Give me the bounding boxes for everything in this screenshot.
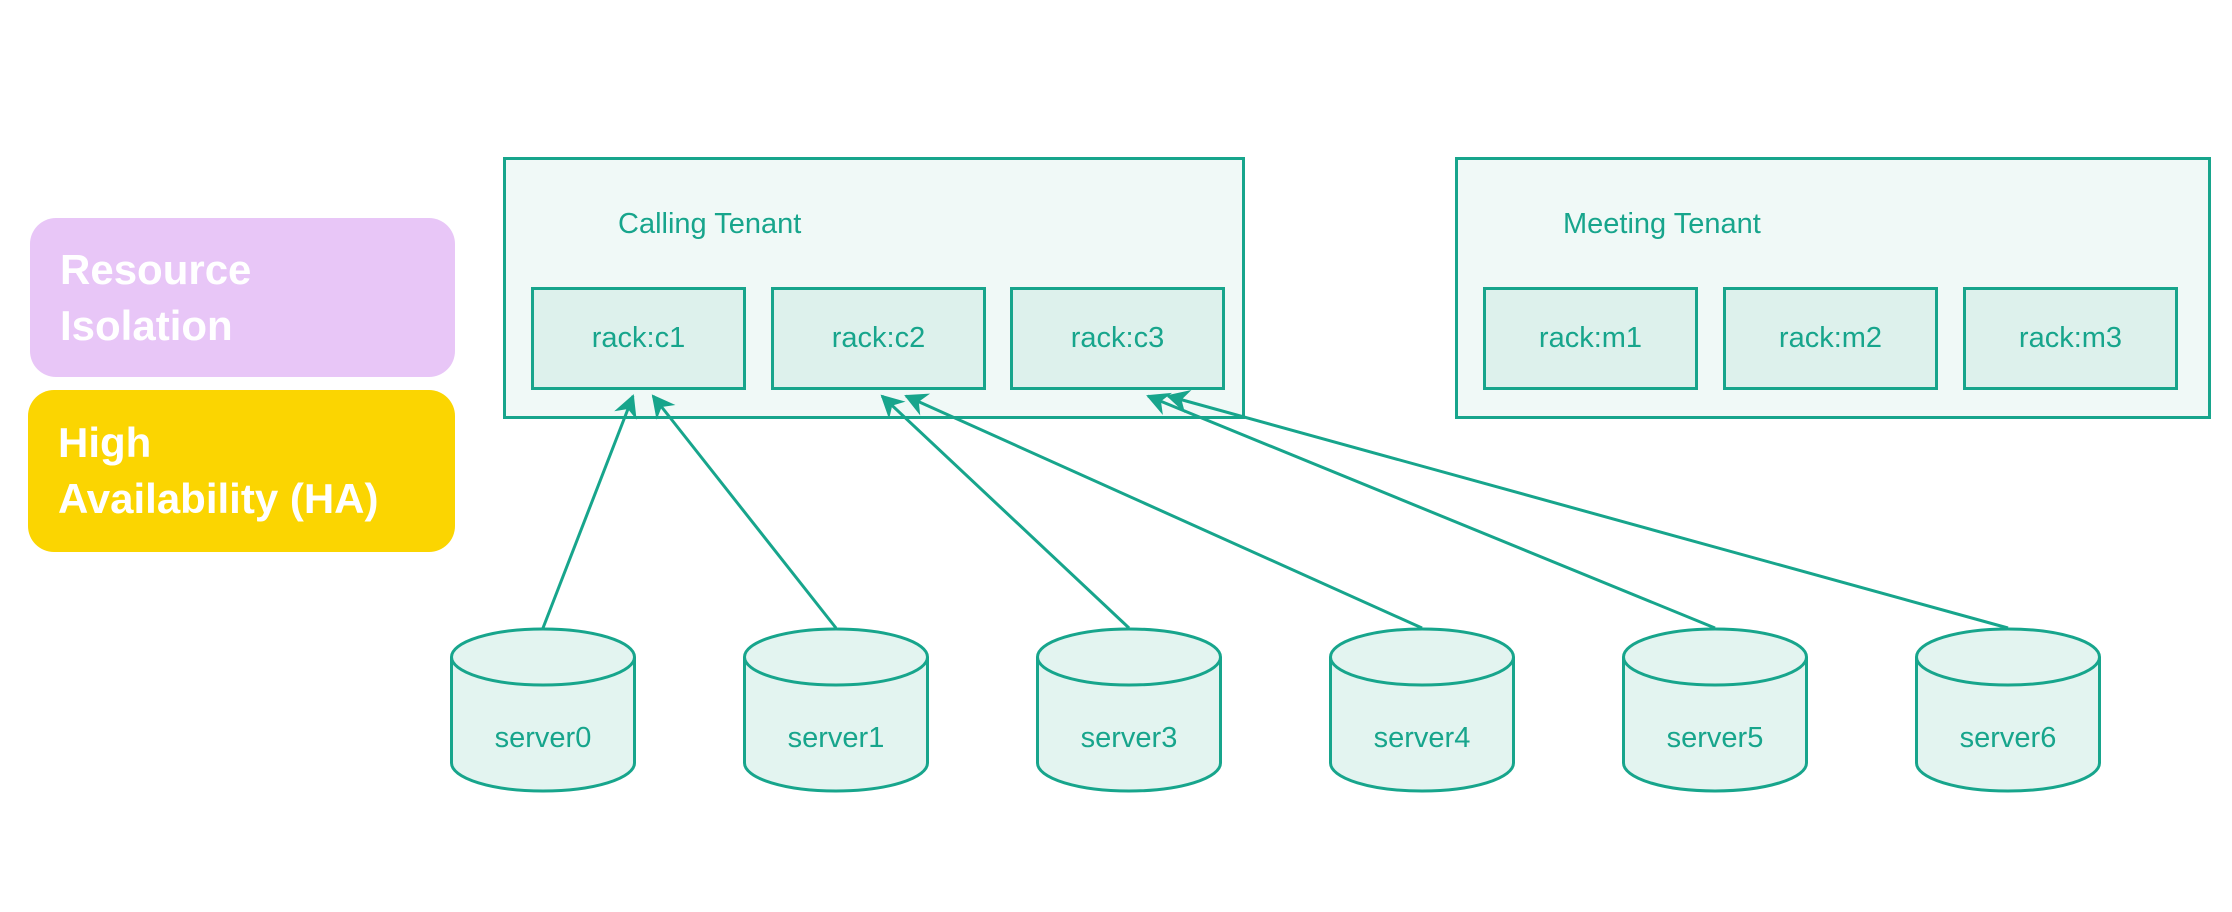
server-node-server5: server5 xyxy=(1621,626,1809,798)
server-node-server0: server0 xyxy=(449,626,637,798)
rack-c3: rack:c3 xyxy=(1010,287,1225,390)
database-cylinder-icon xyxy=(1329,627,1515,793)
database-cylinder-icon xyxy=(1622,627,1808,793)
arrow-server6-to-rack-c3 xyxy=(1166,390,2009,630)
legend-resource-isolation: Resource Isolation xyxy=(30,218,455,377)
database-cylinder-icon xyxy=(450,627,636,793)
server1-label: server1 xyxy=(787,722,885,754)
arrow-server0-to-rack-c1 xyxy=(541,394,637,629)
rack-m1: rack:m1 xyxy=(1483,287,1698,390)
server-node-server3: server3 xyxy=(1035,626,1223,798)
rack-m3-label: rack:m3 xyxy=(2018,322,2123,354)
rack-c3-label: rack:c3 xyxy=(1070,322,1165,354)
server5-label: server5 xyxy=(1666,722,1764,754)
server3-label: server3 xyxy=(1080,722,1178,754)
server-node-server6: server6 xyxy=(1914,626,2102,798)
database-cylinder-icon xyxy=(743,627,929,793)
meeting-tenant-box: Meeting Tenant rack:m1 rack:m2 rack:m3 xyxy=(1455,157,2211,419)
rack-c1: rack:c1 xyxy=(531,287,746,390)
server0-label: server0 xyxy=(494,722,592,754)
meeting-tenant-title: Meeting Tenant xyxy=(1563,208,1761,240)
rack-m3: rack:m3 xyxy=(1963,287,2178,390)
arrow-server4-to-rack-c2 xyxy=(904,393,1423,630)
rack-c2-label: rack:c2 xyxy=(831,322,926,354)
server4-label: server4 xyxy=(1373,722,1471,754)
rack-c1-label: rack:c1 xyxy=(591,322,686,354)
database-cylinder-icon xyxy=(1036,627,1222,793)
arrow-server1-to-rack-c1 xyxy=(651,394,838,629)
rack-m2-label: rack:m2 xyxy=(1778,322,1883,354)
server6-label: server6 xyxy=(1959,722,2057,754)
database-cylinder-icon xyxy=(1915,627,2101,793)
rack-c2: rack:c2 xyxy=(771,287,986,390)
calling-tenant-box: Calling Tenant rack:c1 rack:c2 rack:c3 xyxy=(503,157,1245,419)
legend-high-availability: High Availability (HA) xyxy=(28,390,455,552)
rack-m2: rack:m2 xyxy=(1723,287,1938,390)
arrow-server5-to-rack-c3 xyxy=(1146,392,1716,630)
server-node-server1: server1 xyxy=(742,626,930,798)
arrow-server3-to-rack-c2 xyxy=(880,394,1131,630)
server-node-server4: server4 xyxy=(1328,626,1516,798)
calling-tenant-title: Calling Tenant xyxy=(618,208,802,240)
rack-m1-label: rack:m1 xyxy=(1538,322,1643,354)
